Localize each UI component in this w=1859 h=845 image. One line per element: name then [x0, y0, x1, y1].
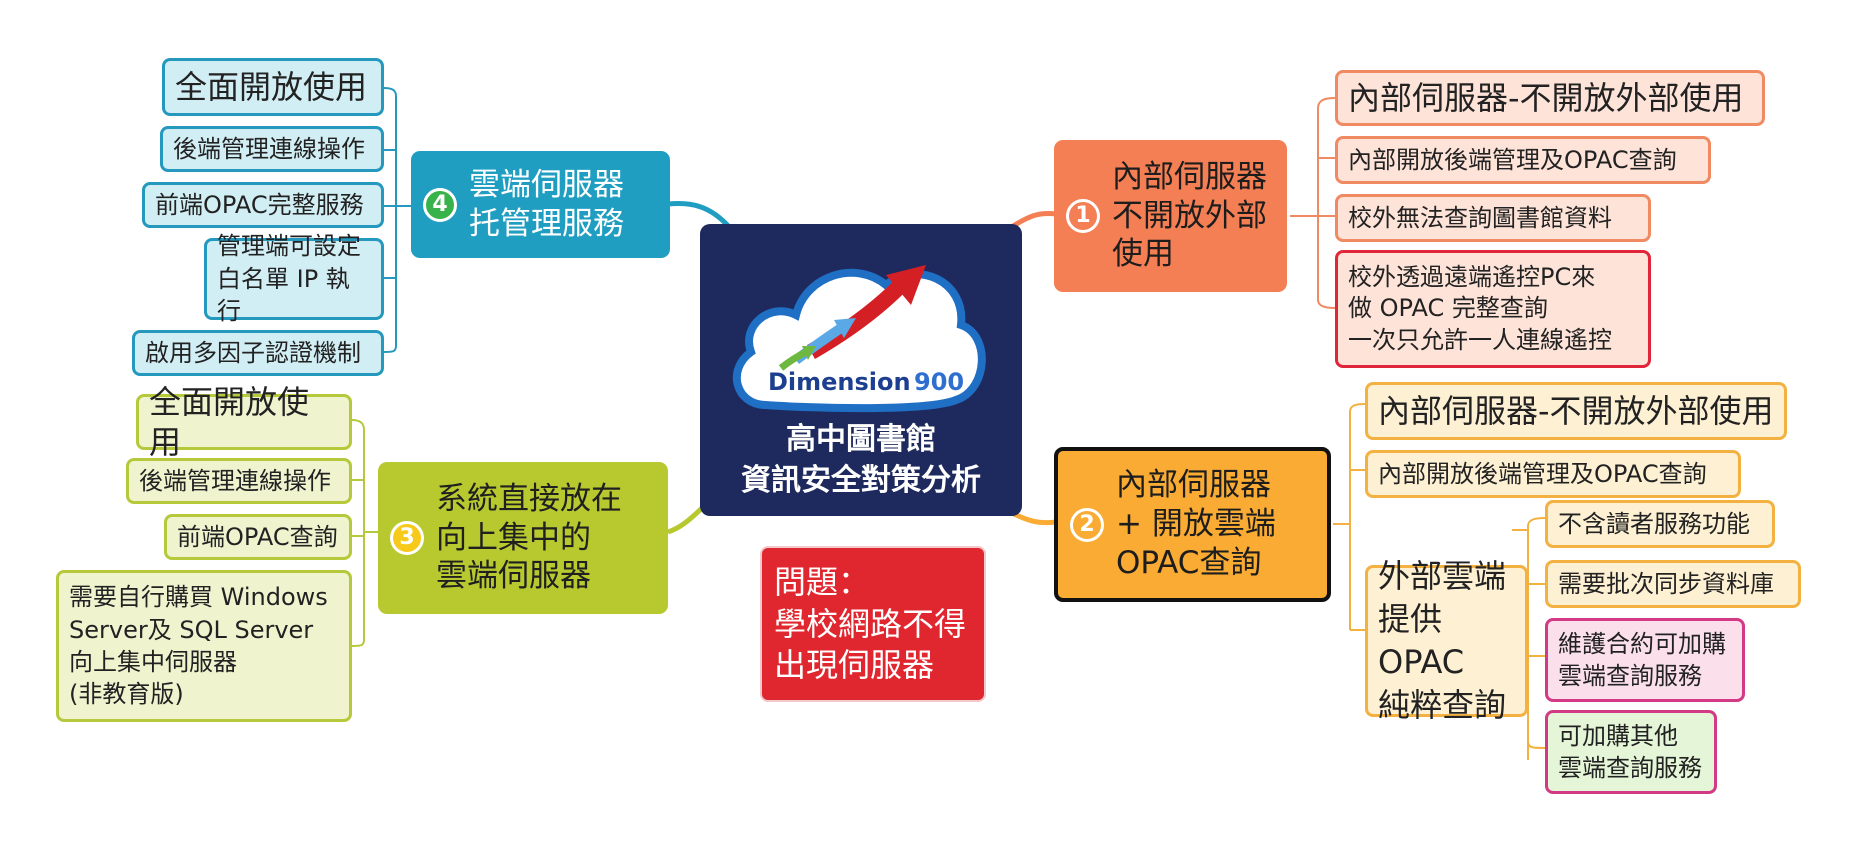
b2-leaf-1[interactable]: 內部伺服器-不開放外部使用: [1365, 382, 1787, 440]
branch-3-cloud-server[interactable]: 3 系統直接放在 向上集中的 雲端伺服器: [378, 462, 668, 614]
dimension-900-logo: Dimension 900: [732, 265, 986, 413]
b4-leaf-4[interactable]: 管理端可設定 白名單 IP 執行: [204, 232, 384, 325]
b1-leaf-4[interactable]: 校外透過遠端遙控PC來 做 OPAC 完整查詢 一次只允許一人連線遙控: [1335, 250, 1651, 368]
b2-leaf-5[interactable]: 需要批次同步資料庫: [1545, 560, 1801, 608]
central-title-line2: 資訊安全對策分析: [741, 462, 981, 498]
b1-leaf-3[interactable]: 校外無法查詢圖書館資料: [1335, 194, 1651, 242]
b4-leaf-1[interactable]: 全面開放使用: [162, 58, 384, 116]
problem-text: 問題： 學校網路不得 出現伺服器: [774, 563, 967, 685]
b2-leaf-2[interactable]: 內部開放後端管理及OPAC查詢: [1365, 450, 1741, 498]
b3-leaf-3[interactable]: 前端OPAC查詢: [164, 514, 352, 560]
problem-callout[interactable]: 問題： 學校網路不得 出現伺服器: [762, 548, 984, 700]
central-title-line1: 高中圖書館: [786, 422, 936, 457]
branch-1-label: 內部伺服器 不開放外部 使用: [1112, 158, 1267, 273]
b1-leaf-1[interactable]: 內部伺服器-不開放外部使用: [1335, 70, 1765, 126]
branch-1-internal-server[interactable]: 1 內部伺服器 不開放外部 使用: [1054, 140, 1287, 292]
branch-2-label: 內部伺服器 + 開放雲端 OPAC查詢: [1116, 467, 1276, 581]
number-4-badge: 4: [423, 187, 457, 222]
b2-leaf-3[interactable]: 外部雲端 提供OPAC 純粹查詢: [1365, 557, 1528, 724]
b3-leaf-1[interactable]: 全面開放使用: [136, 383, 352, 461]
b1-leaf-2[interactable]: 內部開放後端管理及OPAC查詢: [1335, 136, 1711, 184]
b4-leaf-5[interactable]: 啟用多因子認證機制: [132, 330, 384, 376]
b2-leaf-4[interactable]: 不含讀者服務功能: [1545, 500, 1775, 548]
number-3-badge: 3: [390, 521, 424, 555]
logo-number: 900: [914, 368, 964, 396]
central-title: 高中圖書館 資訊安全對策分析: [700, 420, 1022, 501]
logo-text: Dimension: [768, 368, 911, 396]
central-topic[interactable]: Dimension 900 高中圖書館 資訊安全對策分析: [700, 224, 1022, 516]
b3-leaf-4[interactable]: 需要自行購買 Windows Server及 SQL Server 向上集中伺服…: [56, 570, 352, 722]
b4-leaf-3[interactable]: 前端OPAC完整服務: [142, 182, 384, 228]
branch-2-cloud-opac[interactable]: 2 內部伺服器 + 開放雲端 OPAC查詢: [1054, 447, 1331, 602]
number-2-badge: 2: [1070, 507, 1104, 542]
b4-leaf-2[interactable]: 後端管理連線操作: [160, 126, 384, 172]
branch-3-label: 系統直接放在 向上集中的 雲端伺服器: [436, 480, 622, 595]
b3-leaf-2[interactable]: 後端管理連線操作: [126, 458, 352, 504]
branch-4-label: 雲端伺服器 托管理服務: [469, 166, 624, 242]
b2-leaf-7[interactable]: 可加購其他 雲端查詢服務: [1545, 710, 1717, 794]
number-1-badge: 1: [1066, 199, 1100, 233]
b2-leaf-6[interactable]: 維護合約可加購 雲端查詢服務: [1545, 618, 1745, 702]
branch-4-managed-service[interactable]: 4 雲端伺服器 托管理服務: [411, 151, 670, 258]
